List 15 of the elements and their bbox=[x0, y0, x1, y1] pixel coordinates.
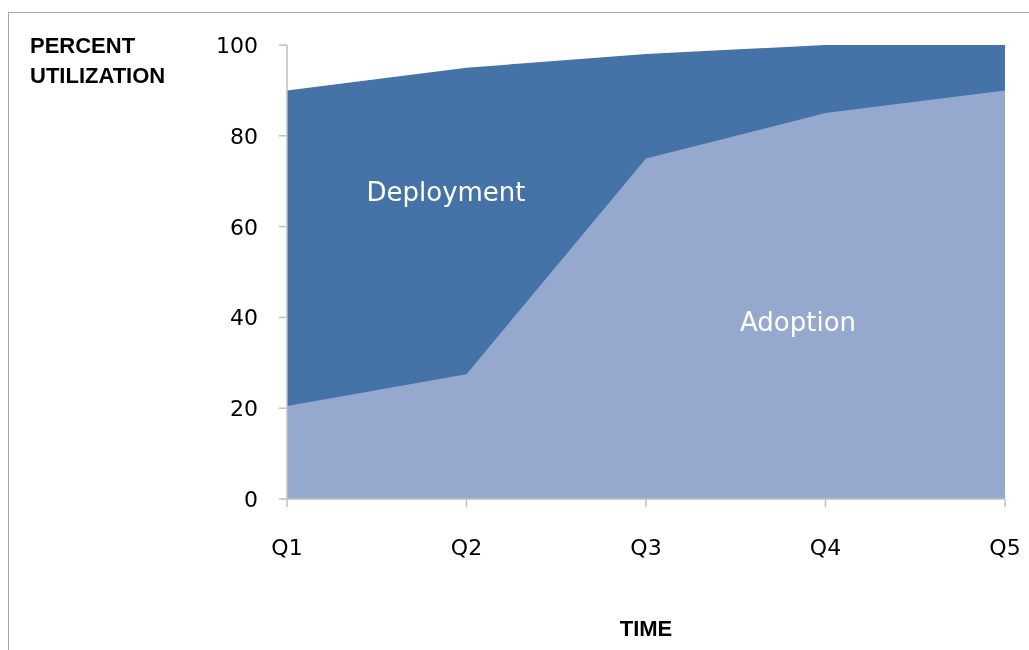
y-axis-title: PERCENT UTILIZATION bbox=[30, 32, 167, 90]
series-label: Deployment bbox=[366, 177, 526, 207]
y-tick-label: 100 bbox=[216, 32, 258, 58]
x-tick-label: Q3 bbox=[630, 535, 662, 560]
x-tick-label: Q2 bbox=[450, 535, 483, 560]
series-label: Adoption bbox=[739, 307, 857, 337]
y-tick-label: 0 bbox=[244, 486, 258, 512]
x-tick-label: Q5 bbox=[989, 535, 1021, 560]
y-tick-label: 40 bbox=[230, 304, 258, 330]
x-tick-label: Q4 bbox=[809, 535, 842, 560]
y-tick-label: 80 bbox=[230, 123, 258, 149]
y-tick-label: 60 bbox=[230, 214, 258, 240]
y-tick-label: 20 bbox=[230, 395, 258, 421]
x-tick-label: Q1 bbox=[271, 535, 303, 560]
x-axis-title: TIME bbox=[619, 616, 673, 642]
